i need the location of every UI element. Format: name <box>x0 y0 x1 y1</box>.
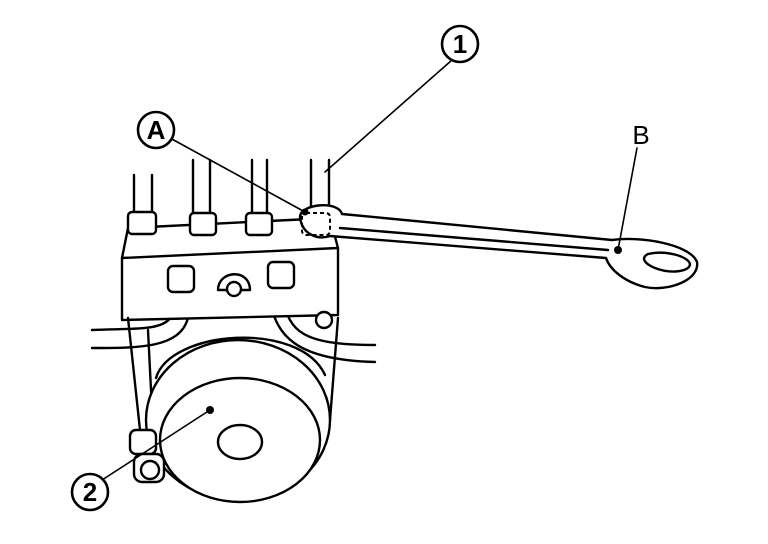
mounting-bolt <box>128 428 166 484</box>
callout-2-label: 2 <box>83 477 97 507</box>
callout-a-label: A <box>147 115 166 145</box>
actuator-icon <box>144 336 332 504</box>
callout-1: 1 <box>440 24 480 64</box>
callout-b: B <box>632 120 649 150</box>
wrench-icon <box>298 204 699 290</box>
leader-lines <box>101 59 638 481</box>
callout-1-label: 1 <box>453 29 467 59</box>
brake-tubes <box>132 158 331 217</box>
actuator-block <box>120 210 340 330</box>
callout-2: 2 <box>70 472 110 512</box>
callout-a: A <box>136 110 176 150</box>
callout-b-label: B <box>632 120 649 150</box>
